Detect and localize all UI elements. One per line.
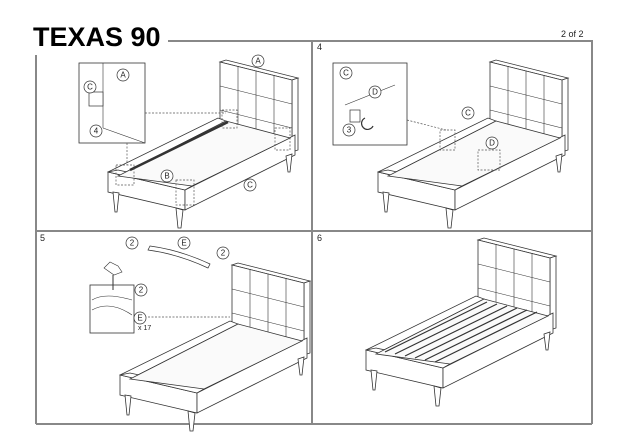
step-grid (35, 40, 593, 425)
callout-c: C (343, 69, 349, 78)
callout-2: 2 (130, 239, 135, 248)
step-3-drawing (78, 59, 299, 229)
quantity-label: x 17 (138, 325, 152, 332)
callout-a: A (255, 57, 261, 66)
callout-e: E (181, 239, 186, 248)
callout-2: 2 (139, 286, 144, 295)
callout-2: 2 (221, 249, 226, 258)
step-4-callouts (339, 66, 499, 150)
callout-c: C (465, 109, 471, 118)
callout-c: C (247, 181, 253, 190)
step-5-callouts (125, 236, 230, 325)
step-number-6: 6 (317, 233, 323, 243)
callout-4: 4 (94, 127, 99, 136)
callout-d: D (372, 88, 378, 97)
callout-e: E (137, 314, 142, 323)
step-3-callouts (83, 54, 265, 192)
step-6-drawing (365, 237, 557, 407)
document-title: TEXAS 90 (33, 22, 161, 52)
callout-3: 3 (347, 126, 352, 135)
callout-c: C (87, 83, 93, 92)
callout-a: A (120, 71, 126, 80)
step-number-5: 5 (40, 233, 46, 243)
step-5-drawing (89, 245, 311, 432)
step-number-4: 4 (317, 42, 323, 52)
callout-b: B (164, 172, 169, 181)
step-4-drawing (332, 59, 569, 229)
page-number: 2 of 2 (561, 29, 584, 39)
callout-d: D (489, 139, 495, 148)
